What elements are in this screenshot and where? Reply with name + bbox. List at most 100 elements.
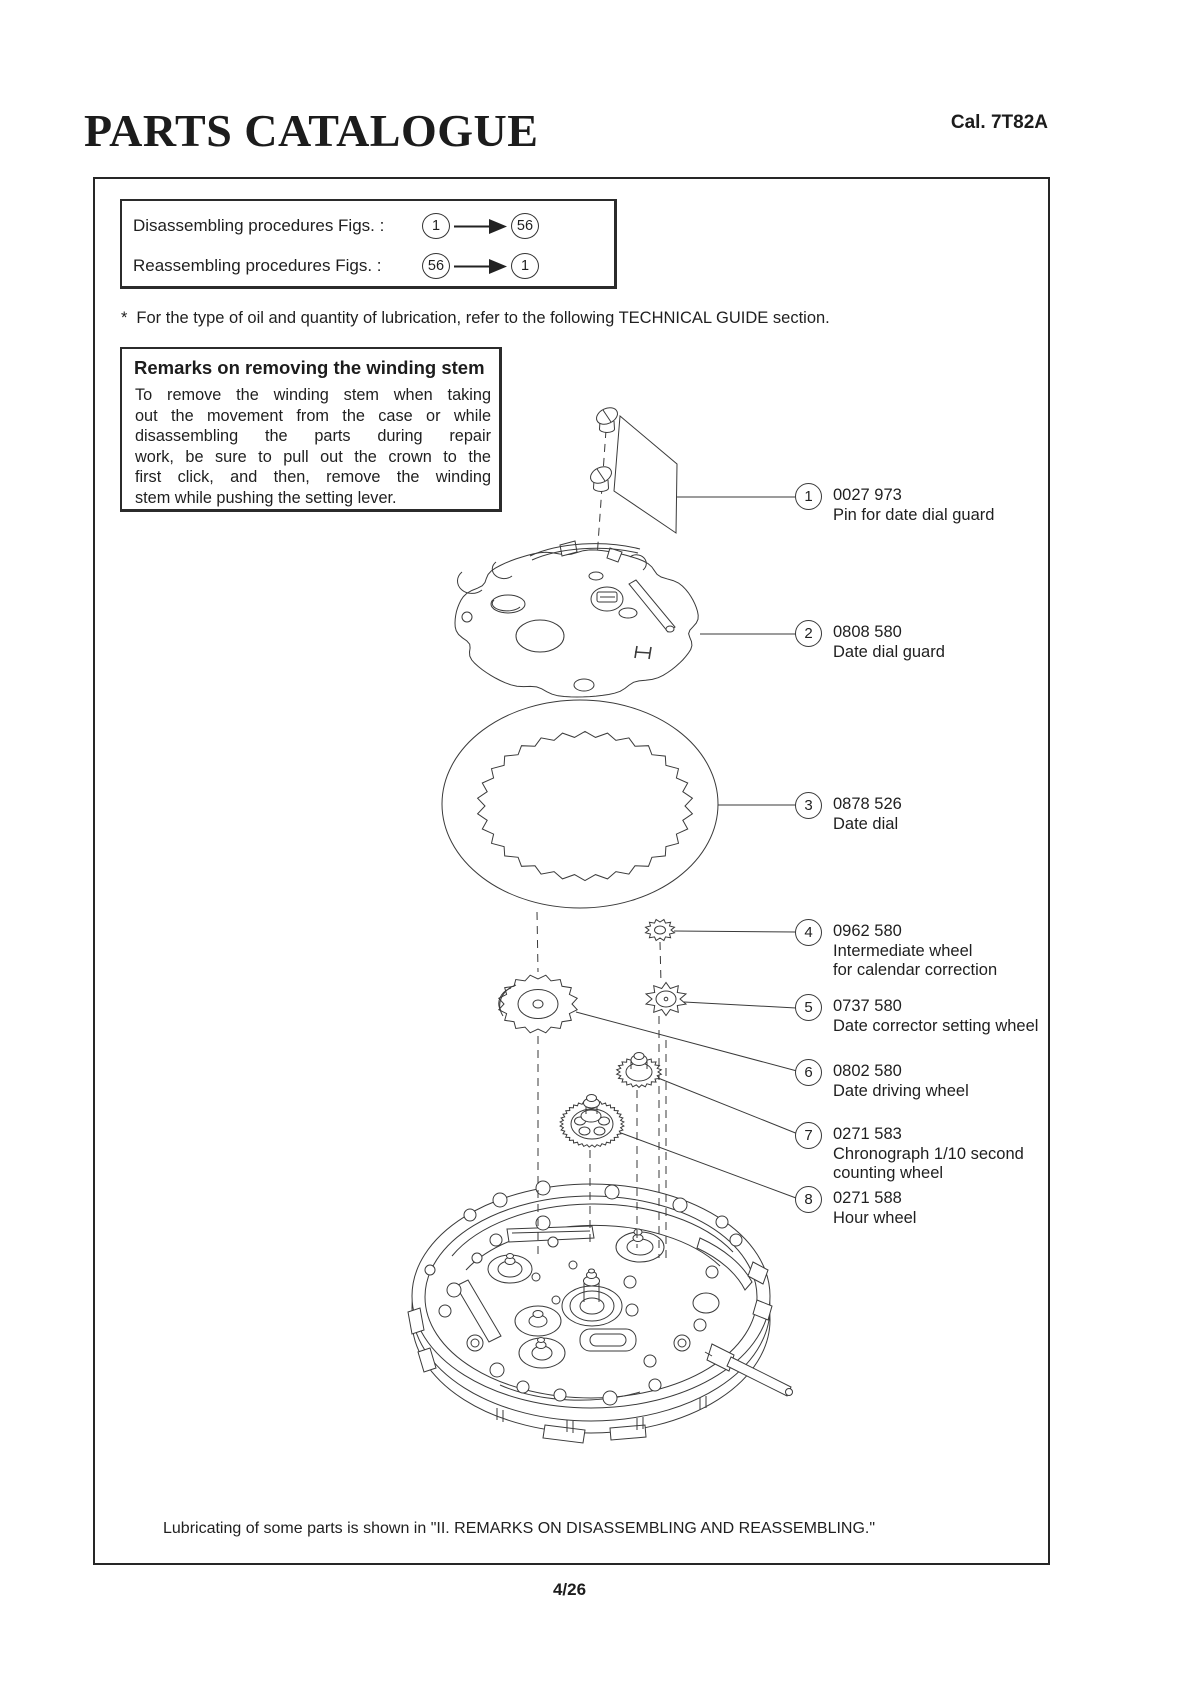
jewel-hole	[605, 1185, 619, 1199]
movement-pill-slot	[590, 1334, 626, 1346]
remarks-body: To remove the winding stem when taking o…	[135, 385, 491, 508]
axis-dashed-line	[660, 942, 661, 984]
date-driving-wheel	[533, 1000, 543, 1008]
screw-pin-slot	[603, 410, 611, 422]
jewel-hole	[532, 1273, 540, 1281]
leader-line	[576, 1012, 797, 1071]
chrono-counting-wheel	[617, 1057, 662, 1088]
part-name: for calendar correction	[833, 961, 998, 979]
movement-top-band	[452, 1204, 733, 1256]
leader-line	[621, 1133, 796, 1198]
date-corrector-setting-wheel	[656, 991, 676, 1007]
remarks-line: stem while pushing the setting lever.	[135, 488, 397, 507]
hour-wheel-spoke-hole	[579, 1127, 590, 1135]
date-dial-guard-tab	[607, 548, 622, 562]
jewel-hole	[603, 1391, 617, 1405]
arrow-right-icon	[454, 259, 507, 274]
jewel-hole	[439, 1305, 451, 1317]
jewel-hole	[425, 1265, 435, 1275]
intermediate-wheel	[655, 926, 666, 934]
part-name: Date corrector setting wheel	[833, 1016, 1039, 1035]
movement-curved-band	[697, 1238, 752, 1290]
callout-flag	[614, 416, 677, 533]
date-corrector-setting-wheel	[664, 997, 668, 1001]
date-dial-guard-spring	[530, 544, 640, 556]
content-frame	[93, 177, 1050, 1565]
part-name: Date dial guard	[833, 642, 945, 661]
remarks-box: Remarks on removing the winding stem To …	[120, 347, 502, 512]
movement-wheel	[633, 1235, 643, 1242]
movement-inner-rim	[425, 1196, 757, 1398]
movement-hatch	[610, 1425, 646, 1440]
screw-pin-slot	[597, 469, 605, 481]
date-dial-guard-spring	[532, 548, 638, 560]
winding-stem	[727, 1357, 791, 1396]
footer-note: Lubricating of some parts is shown in "I…	[163, 1520, 876, 1537]
movement-wheel	[507, 1254, 514, 1259]
movement-hatch	[543, 1425, 585, 1443]
part-code: 0808 580	[833, 623, 902, 641]
part-number-badge: 1	[795, 483, 822, 510]
intermediate-wheel	[646, 920, 675, 941]
procedure-label: Disassembling procedures Figs. :	[133, 216, 385, 235]
hour-wheel-hub	[581, 1110, 601, 1122]
part-number-badge: 2	[795, 620, 822, 647]
guard-keyhole	[591, 587, 623, 611]
movement-edge-block	[418, 1348, 436, 1372]
disassembling-row: Disassembling procedures Figs. : 1 56	[122, 213, 614, 241]
jewel-hole	[447, 1283, 461, 1297]
part-number-badge: 7	[795, 1122, 822, 1149]
date-corrector-setting-wheel	[646, 983, 686, 1016]
page-title: PARTS CATALOGUE	[84, 105, 539, 156]
jewel-hole	[626, 1304, 638, 1316]
remarks-line: out the movement from the case or while	[135, 406, 491, 425]
jewel-hole	[536, 1216, 550, 1230]
movement-edge-block	[748, 1262, 768, 1284]
page-number: 4/26	[552, 1580, 587, 1599]
fig-number-badge: 1	[422, 213, 450, 239]
part-number-badge: 3	[795, 792, 822, 819]
date-driving-wheel-finger	[499, 988, 511, 1011]
date-driving-wheel	[499, 975, 577, 1033]
movement-pill-slot	[580, 1329, 636, 1351]
guard-hole	[462, 612, 472, 622]
part-name: counting wheel	[833, 1164, 944, 1182]
jewel-hole	[569, 1261, 577, 1269]
part-code: 0962 580	[833, 922, 902, 940]
remarks-line: work, be sure to pull out the crown to t…	[135, 447, 491, 466]
movement-top-band	[466, 1225, 720, 1270]
guard-hole	[491, 595, 525, 613]
part-code: 0271 583	[833, 1125, 902, 1143]
guard-hole	[516, 620, 564, 652]
part-name: Chronograph 1/10 second	[833, 1144, 1024, 1163]
remarks-line: To remove the winding stem when taking	[135, 386, 491, 404]
hour-wheel-spoke-hole	[599, 1117, 610, 1125]
part-name: Date dial	[833, 814, 899, 833]
jewel-hole	[624, 1276, 636, 1288]
part-name: Intermediate wheel	[833, 941, 973, 960]
hour-wheel	[571, 1109, 613, 1139]
hour-wheel-spoke-hole	[594, 1127, 605, 1135]
jewel-hole	[678, 1339, 686, 1347]
movement-hole	[693, 1293, 719, 1313]
guard-cutout	[492, 562, 512, 579]
movement-edge-block	[408, 1308, 424, 1334]
part-code: 0027 973	[833, 486, 902, 504]
winding-stem-tip	[786, 1389, 793, 1396]
jewel-hole	[730, 1234, 742, 1246]
leader-line	[684, 1002, 796, 1008]
fig-number-badge: 56	[511, 213, 539, 239]
jewel-hole	[716, 1216, 728, 1228]
part-code: 0271 588	[833, 1189, 902, 1207]
movement-edge-block	[753, 1300, 772, 1320]
oil-note-text: For the type of oil and quantity of lubr…	[136, 309, 830, 327]
jewel-hole	[548, 1237, 558, 1247]
jewel-hole	[554, 1389, 566, 1401]
chrono-counting-wheel-cap	[634, 1053, 644, 1060]
procedures-box: Disassembling procedures Figs. : 1 56 Re…	[120, 199, 617, 289]
jewel-hole	[694, 1319, 706, 1331]
